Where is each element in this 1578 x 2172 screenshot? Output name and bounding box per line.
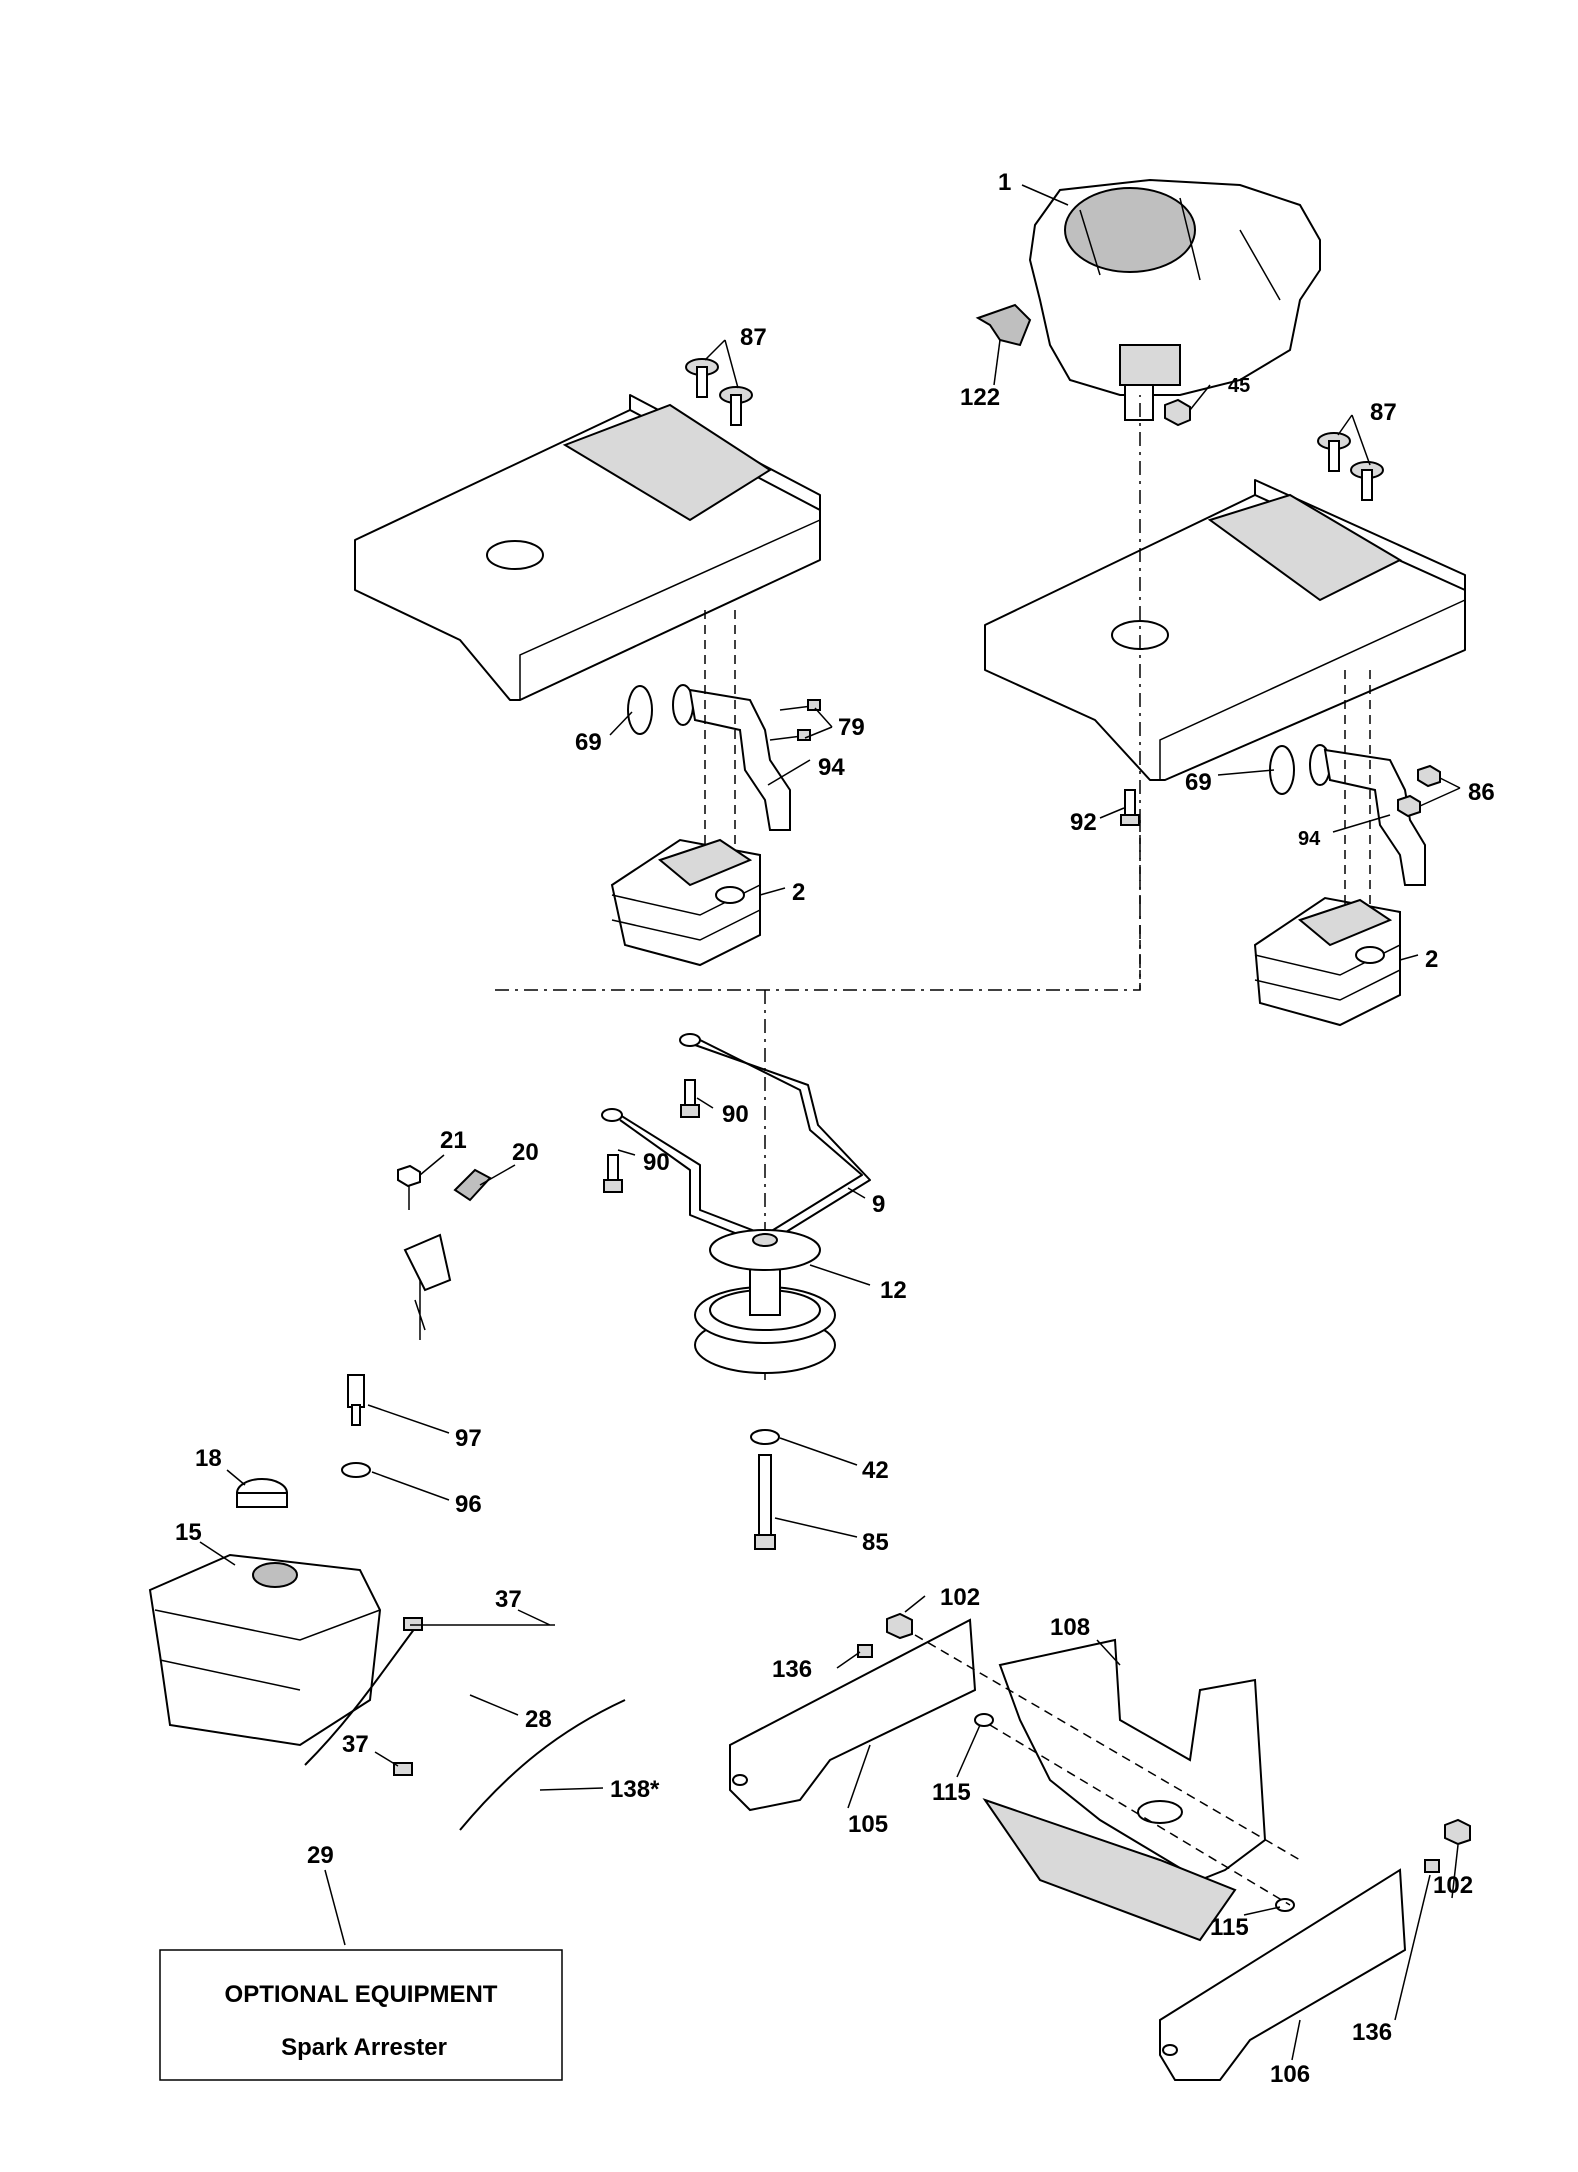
label-12: 12 (880, 1277, 907, 1304)
label-29: 29 (307, 1842, 334, 1869)
part-37-clamps (393, 1617, 423, 1776)
label-96: 96 (455, 1491, 482, 1518)
part-94-pipe-right (1323, 748, 1426, 886)
label-102-lower: 102 (1433, 1872, 1473, 1899)
part-102-bolts (886, 1612, 1471, 1846)
optional-equipment-item: Spark Arrester (281, 2034, 447, 2061)
label-138: 138* (610, 1776, 660, 1803)
label-86: 86 (1468, 779, 1495, 806)
label-92: 92 (1070, 809, 1097, 836)
part-87-bolts-right (1317, 432, 1384, 501)
part-105-bracket (729, 1618, 977, 1812)
label-87-right: 87 (1370, 399, 1397, 426)
label-90-lower: 90 (643, 1149, 670, 1176)
label-136-lower: 136 (1352, 2019, 1392, 2046)
label-94-left: 94 (818, 754, 845, 781)
part-108-guard (982, 1638, 1267, 1942)
part-9-rod (611, 1034, 871, 1246)
part-69-gasket-left (627, 684, 694, 735)
label-136-upper: 136 (772, 1656, 812, 1683)
part-69-gasket-right (1269, 744, 1331, 795)
part-86-nuts (1397, 764, 1441, 818)
part-92-bolt (1120, 789, 1140, 826)
label-87-left: 87 (740, 324, 767, 351)
part-85-bolt (754, 1454, 776, 1550)
part-106-bracket (1159, 1868, 1407, 2081)
part-15-tank (148, 1553, 382, 1747)
label-108: 108 (1050, 1614, 1090, 1641)
frame-left (354, 394, 821, 701)
leader-lines (199, 184, 1461, 2061)
part-87-bolts-left (685, 358, 753, 426)
part-2-muffler-left (610, 838, 761, 967)
label-79: 79 (838, 714, 865, 741)
label-94-right: 94 (1298, 828, 1321, 850)
part-136-screws (857, 1644, 1440, 1873)
label-21: 21 (440, 1127, 467, 1154)
part-90-bolts (601, 1033, 701, 1193)
label-115-upper: 115 (932, 1779, 971, 1806)
part-45-nut (1164, 398, 1191, 427)
part-94-pipe-left (688, 688, 791, 831)
label-18: 18 (195, 1445, 222, 1472)
label-90-upper: 90 (722, 1101, 749, 1128)
part-2-muffler-right (1253, 896, 1401, 1027)
label-85: 85 (862, 1529, 889, 1556)
frame-right (984, 479, 1466, 781)
part-20-throttle (403, 1168, 492, 1340)
part-122-bracket (975, 303, 1032, 347)
label-2-right: 2 (1425, 946, 1438, 973)
part-97-bolt (347, 1374, 365, 1426)
label-2-left: 2 (792, 879, 805, 906)
engine (1028, 178, 1321, 421)
label-106: 106 (1270, 2061, 1310, 2088)
label-42: 42 (862, 1457, 889, 1484)
label-69-right: 69 (1185, 769, 1212, 796)
label-9: 9 (872, 1191, 885, 1218)
label-45: 45 (1228, 375, 1250, 397)
part-79-screws (769, 699, 821, 741)
part-28-fuel-line (304, 1627, 416, 1766)
part-138-fuel-line (459, 1699, 626, 1831)
optional-equipment-box: OPTIONAL EQUIPMENT Spark Arrester (159, 1949, 563, 2081)
label-37-upper: 37 (495, 1586, 522, 1613)
label-15: 15 (175, 1519, 202, 1546)
optional-equipment-title: OPTIONAL EQUIPMENT (225, 1981, 498, 2008)
label-28: 28 (525, 1706, 552, 1733)
label-115-lower: 115 (1210, 1914, 1249, 1941)
label-69-left: 69 (575, 729, 602, 756)
label-20: 20 (512, 1139, 539, 1166)
part-42-washer (750, 1429, 780, 1445)
part-12-pulley (694, 1229, 836, 1374)
label-1: 1 (998, 169, 1011, 196)
part-115-washers (974, 1713, 1295, 1912)
part-96-washer (341, 1462, 371, 1478)
label-122: 122 (960, 384, 1000, 411)
label-105: 105 (848, 1811, 888, 1838)
label-102-upper: 102 (940, 1584, 980, 1611)
label-97: 97 (455, 1425, 482, 1452)
label-37-lower: 37 (342, 1731, 369, 1758)
part-18-cap (236, 1478, 288, 1508)
part-21-screw (397, 1164, 421, 1210)
